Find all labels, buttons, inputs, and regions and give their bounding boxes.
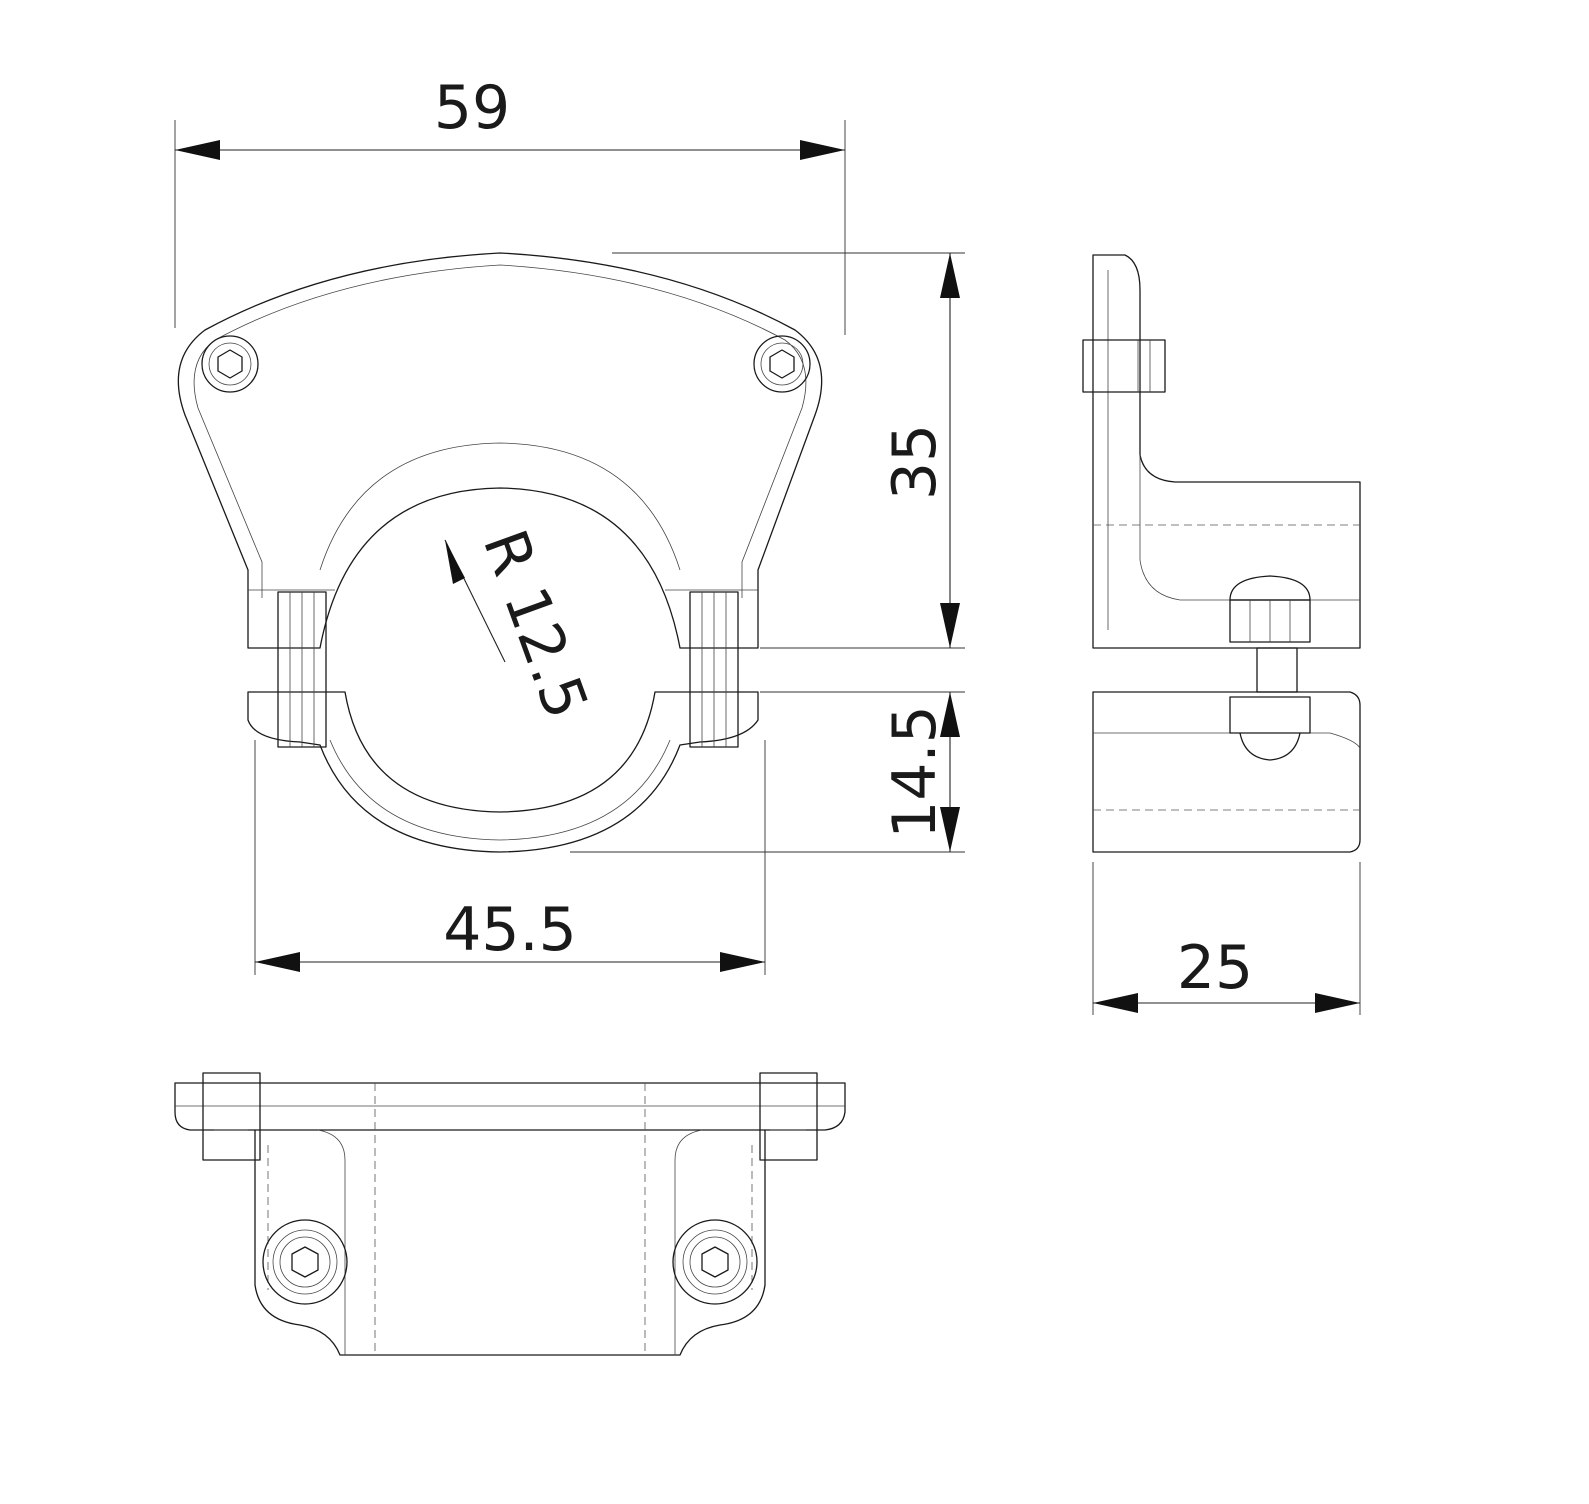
side-view	[1082, 254, 1361, 853]
dim-label-overall-height: 35	[880, 424, 950, 500]
side-lower-body	[1092, 691, 1361, 853]
dim-overall-height: 35	[612, 252, 965, 649]
dim-overall-width: 59	[174, 73, 846, 335]
top-screw-left	[262, 1219, 348, 1305]
top-flange	[174, 1082, 846, 1131]
bolt-right	[689, 591, 739, 748]
top-screw-right	[672, 1219, 758, 1305]
screw-head-right	[753, 335, 811, 393]
top-view	[174, 1072, 846, 1356]
dim-label-radius: R 12.5	[469, 521, 601, 728]
screw-head-left	[201, 335, 259, 393]
dim-lower-height: 14.5	[570, 691, 965, 853]
dim-base-width: 45.5	[254, 740, 766, 975]
top-body	[254, 1129, 766, 1356]
side-upper-body	[1092, 254, 1361, 649]
lower-clamp-body	[247, 691, 759, 853]
dim-label-base-width: 45.5	[443, 895, 577, 965]
bolt-left	[277, 591, 327, 748]
dim-label-lower-height: 14.5	[880, 705, 950, 839]
front-view	[177, 252, 823, 853]
dim-label-depth: 25	[1177, 933, 1253, 1003]
dim-label-overall-width: 59	[434, 73, 510, 143]
upper-clamp-body	[177, 252, 823, 649]
dim-depth: 25	[1092, 862, 1361, 1015]
